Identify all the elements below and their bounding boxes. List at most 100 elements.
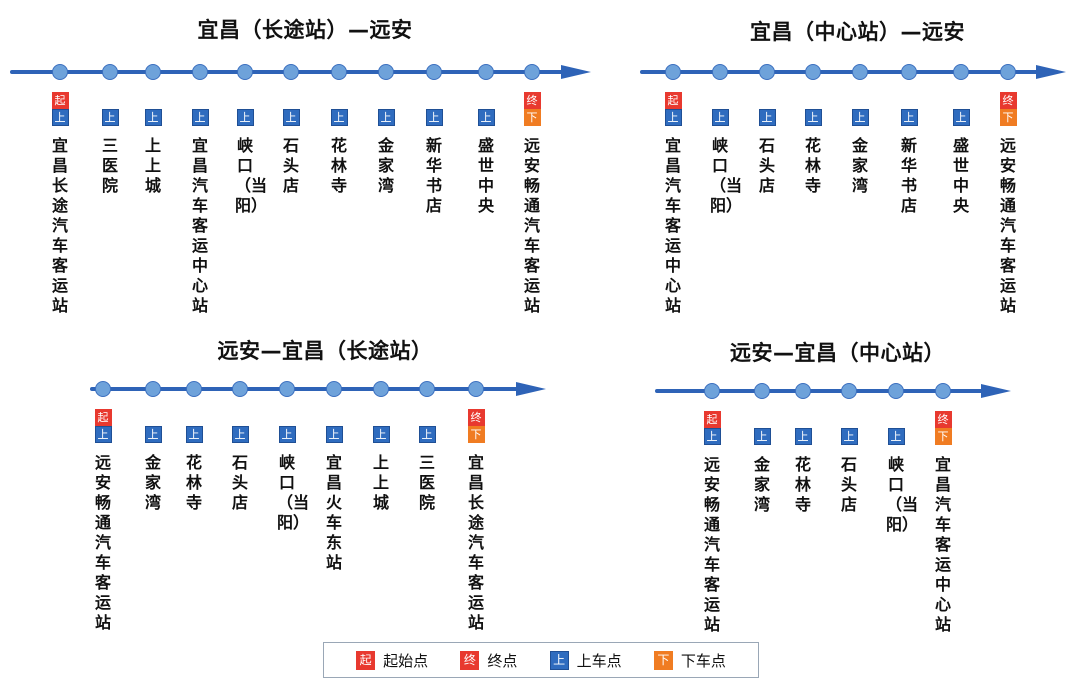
stop-dot xyxy=(665,64,681,80)
board-badge: 上 xyxy=(144,109,162,126)
stop-markers: 上 xyxy=(758,92,776,126)
route-stop: 上花林寺 xyxy=(179,381,209,513)
stop-markers: 上 xyxy=(477,92,495,126)
stop-dot xyxy=(326,381,342,397)
stop-name: 金家湾 xyxy=(753,455,770,514)
route-stop: 上宜昌火车东站 xyxy=(319,381,349,573)
route-2: 宜昌（中心站）—远安起上宜昌汽车客运中心站上峡口（当阳）上石头店上花林寺上金家湾… xyxy=(640,16,1075,336)
stop-dot xyxy=(524,64,540,80)
stop-name: 花林寺 xyxy=(330,136,347,195)
start-badge: 起 xyxy=(703,411,721,428)
board-badge: 上 xyxy=(549,650,569,670)
stop-dot xyxy=(953,64,969,80)
stop-dot xyxy=(888,383,904,399)
stop-dot xyxy=(279,381,295,397)
stop-name: 上上城 xyxy=(144,136,161,195)
alight-badge: 下 xyxy=(467,426,485,443)
stop-dot xyxy=(805,64,821,80)
stop-dot xyxy=(419,381,435,397)
stop-name: 宜昌长途汽车客运站 xyxy=(51,136,68,315)
legend-start: 起 起始点 xyxy=(356,650,428,671)
board-badge: 上 xyxy=(840,428,858,445)
stop-dot xyxy=(331,64,347,80)
route-stop: 上新华书店 xyxy=(894,64,924,216)
route-stop: 上峡口（当阳） xyxy=(881,383,918,535)
stop-name: 宜昌汽车客运中心站 xyxy=(664,136,681,315)
stop-name: 宜昌汽车客运中心站 xyxy=(934,455,951,634)
route-stop: 起上宜昌汽车客运中心站 xyxy=(658,64,688,316)
stop-dot xyxy=(237,64,253,80)
route-title: 远安—宜昌（中心站） xyxy=(730,341,945,365)
board-badge: 上 xyxy=(753,428,771,445)
stop-markers: 上 xyxy=(191,92,209,126)
stop-name: 盛世中央 xyxy=(477,136,494,215)
board-badge: 上 xyxy=(758,109,776,126)
board-badge: 上 xyxy=(101,109,119,126)
alight-badge: 下 xyxy=(934,428,952,445)
route-stop: 起上宜昌长途汽车客运站 xyxy=(45,64,75,316)
stop-markers: 上 xyxy=(101,92,119,126)
stop-name: 三医院 xyxy=(418,453,435,512)
alight-badge: 下 xyxy=(999,109,1017,126)
board-badge: 上 xyxy=(794,428,812,445)
route-3: 远安—宜昌（长途站）起上远安畅通汽车客运站上金家湾上花林寺上石头店上峡口（当阳）… xyxy=(90,335,560,655)
board-badge: 上 xyxy=(418,426,436,443)
stop-dot xyxy=(373,381,389,397)
stop-dot xyxy=(283,64,299,80)
stop-markers: 上 xyxy=(325,409,343,443)
route-stop: 上上上城 xyxy=(138,64,168,196)
board-badge: 上 xyxy=(703,428,721,445)
legend-end-label: 终点 xyxy=(487,651,518,670)
direction-arrow-icon xyxy=(1036,65,1066,79)
stop-dot xyxy=(754,383,770,399)
end-badge: 终 xyxy=(467,409,485,426)
route-stop: 上花林寺 xyxy=(788,383,818,515)
stop-markers: 上 xyxy=(794,411,812,445)
route-line xyxy=(640,70,1040,74)
stop-dot xyxy=(145,64,161,80)
direction-arrow-icon xyxy=(516,382,546,396)
stop-markers: 上 xyxy=(418,409,436,443)
stop-dot xyxy=(841,383,857,399)
route-stop: 终下宜昌长途汽车客运站 xyxy=(461,381,491,633)
legend-board-label: 上车点 xyxy=(576,651,622,670)
stop-dot xyxy=(52,64,68,80)
board-badge: 上 xyxy=(804,109,822,126)
route-stop: 起上远安畅通汽车客运站 xyxy=(88,381,118,633)
stop-name: 峡口（当阳） xyxy=(277,453,310,532)
stop-name: 宜昌火车东站 xyxy=(325,453,342,572)
stop-dot xyxy=(712,64,728,80)
board-badge: 上 xyxy=(236,109,254,126)
stop-dot xyxy=(426,64,442,80)
stop-markers: 起上 xyxy=(664,92,682,126)
board-badge: 上 xyxy=(477,109,495,126)
legend-alight: 下 下车点 xyxy=(653,650,726,671)
route-stop: 上石头店 xyxy=(752,64,782,196)
stop-name: 花林寺 xyxy=(794,455,811,514)
stop-markers: 上 xyxy=(425,92,443,126)
legend: 起 起始点 终 终点 上 上车点 下 下车点 xyxy=(323,642,759,678)
route-stop: 上金家湾 xyxy=(845,64,875,196)
stop-name: 三医院 xyxy=(101,136,118,195)
stop-name: 金家湾 xyxy=(377,136,394,195)
stop-name: 宜昌长途汽车客运站 xyxy=(467,453,484,632)
stop-markers: 上 xyxy=(278,409,296,443)
route-stop: 终下远安畅通汽车客运站 xyxy=(517,64,547,316)
stop-dot xyxy=(102,64,118,80)
stop-name: 远安畅通汽车客运站 xyxy=(94,453,111,632)
stop-name: 远安畅通汽车客运站 xyxy=(999,136,1016,315)
stop-markers: 上 xyxy=(372,409,390,443)
route-stop: 起上远安畅通汽车客运站 xyxy=(697,383,727,635)
board-badge: 上 xyxy=(887,428,905,445)
stop-markers: 上 xyxy=(711,92,729,126)
stop-dot xyxy=(759,64,775,80)
direction-arrow-icon xyxy=(561,65,591,79)
stop-markers: 上 xyxy=(900,92,918,126)
stop-dot xyxy=(935,383,951,399)
stop-name: 新华书店 xyxy=(425,136,442,215)
stop-markers: 起上 xyxy=(94,409,112,443)
stop-dot xyxy=(145,381,161,397)
stop-dot xyxy=(378,64,394,80)
stop-name: 花林寺 xyxy=(804,136,821,195)
alight-badge: 下 xyxy=(523,109,541,126)
